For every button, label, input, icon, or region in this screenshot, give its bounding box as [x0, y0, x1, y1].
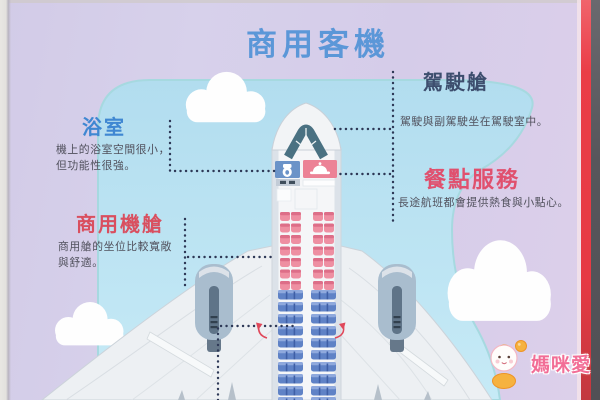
- label-bathroom-heading: 浴室: [82, 117, 126, 139]
- label-bathroom-desc-line1: 機上的浴室空間很小，: [56, 144, 170, 156]
- label-meal-service-heading: 餐點服務: [424, 167, 521, 192]
- airplane: [41, 102, 493, 400]
- meal-panel: [303, 160, 337, 178]
- connector-lower-cabin: [216, 324, 299, 400]
- exit-arrow-right: [334, 322, 346, 339]
- label-business-cabin-desc: 商用艙的坐位比較寬敞 與舒適。: [58, 240, 172, 271]
- label-meal-service-desc: 長途航班都會提供熱食與小點心。: [398, 196, 569, 212]
- label-business-cabin-desc-line2: 與舒適。: [58, 256, 104, 269]
- page-title: 商用客機: [246, 27, 390, 62]
- connector-bathroom: [168, 119, 281, 173]
- label-bathroom-desc-line2: 但功能性很強。: [56, 159, 136, 172]
- label-meal-service-desc-line1: 長途航班都會提供熱食與小點心。: [398, 197, 569, 209]
- cloud-right: [447, 240, 551, 321]
- exit-arrow-left: [256, 322, 268, 339]
- mamilove-baby-mascot-icon: [490, 340, 527, 389]
- watermark-text: 媽咪愛: [531, 354, 592, 376]
- connector-business-cabin: [183, 217, 273, 291]
- page-edge-highlight: [577, 0, 581, 400]
- photo-right-background: [591, 0, 600, 400]
- galley-area: [276, 179, 336, 210]
- label-cockpit-heading: 駕駛艙: [423, 72, 489, 94]
- bathroom-panel: [275, 161, 300, 178]
- label-business-cabin-desc-line1: 商用艙的坐位比較寬敞: [58, 241, 172, 253]
- label-business-cabin-heading: 商用機艙: [76, 214, 164, 236]
- toilet-icon: [282, 164, 292, 177]
- page-top-edge: [0, 0, 600, 3]
- meal-icon: [310, 162, 330, 175]
- label-bathroom-desc: 機上的浴室空間很小， 但功能性很強。: [56, 143, 170, 174]
- cockpit-windshield: [284, 124, 328, 160]
- label-cockpit-desc-line1: 駕駛與副駕駛坐在駕駛室中。: [400, 116, 549, 128]
- photo-left-edge: [0, 0, 11, 400]
- mamilove-watermark: 媽咪愛: [487, 336, 591, 390]
- label-cockpit-desc: 駕駛與副駕駛坐在駕駛室中。: [400, 115, 548, 131]
- book-red-edge: [581, 0, 591, 400]
